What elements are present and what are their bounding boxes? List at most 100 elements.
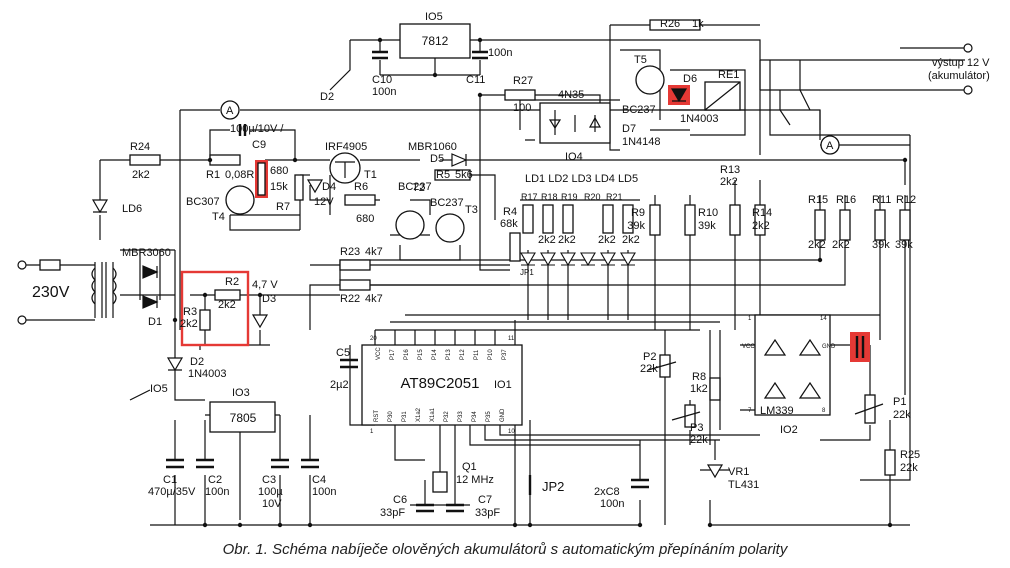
svg-text:1: 1 bbox=[370, 429, 374, 435]
zener-d4 bbox=[306, 179, 324, 194]
mcu-pin-labels: VCC P17 P16 P15 P14 P13 P12 P11 P10 P37 … bbox=[370, 336, 515, 435]
r24-label: R24 bbox=[130, 141, 150, 153]
highlight-r2-r3-block bbox=[180, 270, 250, 347]
mbr3060-label: MBR3060 bbox=[122, 247, 171, 259]
svg-text:P14: P14 bbox=[432, 349, 438, 360]
output-terminal-plus bbox=[963, 43, 973, 53]
resistor-r27 bbox=[504, 89, 536, 101]
c1-value: 470µ/35V bbox=[148, 486, 196, 498]
r16-value: 2k2 bbox=[832, 239, 850, 251]
r10-label: R10 bbox=[698, 207, 718, 219]
transistor-t4 bbox=[225, 185, 255, 215]
transistor-t2 bbox=[395, 210, 425, 240]
c11-value: 100n bbox=[488, 47, 512, 59]
r7-label: R7 bbox=[276, 201, 290, 213]
r11-value: 39k bbox=[872, 239, 890, 251]
capacitor-highlight bbox=[850, 332, 870, 362]
mains-terminal-1 bbox=[17, 260, 27, 270]
led-row bbox=[520, 252, 636, 267]
opto-label: 4N35 bbox=[558, 89, 584, 101]
d7-label: D7 bbox=[622, 123, 636, 135]
capacitors-c6-c7 bbox=[416, 503, 464, 513]
c2-value: 100n bbox=[205, 486, 229, 498]
regulator-7805 bbox=[209, 401, 276, 433]
bridge-rectifier bbox=[142, 265, 159, 309]
svg-text:GND: GND bbox=[500, 408, 506, 422]
t3-label: T3 bbox=[465, 204, 478, 216]
svg-text:VCC: VCC bbox=[376, 347, 382, 360]
d5-label: D5 bbox=[430, 153, 444, 165]
svg-text:GND: GND bbox=[822, 344, 836, 350]
d4-label: D4 bbox=[322, 181, 336, 193]
r21-value: 2k2 bbox=[622, 234, 640, 246]
resistor-r2 bbox=[214, 289, 241, 301]
r25-label: R25 bbox=[900, 449, 920, 461]
r10-value: 39k bbox=[698, 220, 716, 232]
jp2-label: JP2 bbox=[542, 479, 564, 494]
c9-value: 100µ/10V / bbox=[230, 123, 284, 135]
ammeter-right-label: A bbox=[826, 140, 834, 152]
p3-label: P3 bbox=[690, 422, 703, 434]
c6-value: 33pF bbox=[380, 507, 405, 519]
capacitors-c1-c4 bbox=[166, 458, 319, 469]
c6-label: C6 bbox=[393, 494, 407, 506]
svg-text:11: 11 bbox=[508, 336, 515, 342]
resistor-680 bbox=[257, 162, 266, 196]
r11-label: R11 bbox=[872, 194, 891, 206]
r26-label: R26 bbox=[660, 18, 680, 30]
ld6-label: LD6 bbox=[122, 203, 142, 215]
svg-text:P31: P31 bbox=[402, 411, 408, 422]
r25-value: 22k bbox=[900, 462, 918, 474]
r9-label: R9 bbox=[631, 207, 645, 219]
capacitor-c9 bbox=[238, 124, 247, 136]
svg-text:P15: P15 bbox=[418, 349, 424, 360]
mbr1060-label: MBR1060 bbox=[408, 141, 457, 153]
svg-text:P13: P13 bbox=[446, 349, 452, 360]
r8-value: 1k2 bbox=[690, 383, 708, 395]
re1-label: RE1 bbox=[718, 69, 739, 81]
lm339-pin-labels: VCC GND 1 14 7 8 bbox=[742, 316, 836, 414]
r5-label: R5 bbox=[436, 169, 450, 181]
svg-text:1: 1 bbox=[748, 316, 752, 322]
svg-text:P33: P33 bbox=[458, 411, 464, 422]
r1-value: 0,08R bbox=[225, 169, 254, 181]
r2-value: 2k2 bbox=[218, 299, 236, 311]
d2-top-label: D2 bbox=[320, 91, 334, 103]
c1-label: C1 bbox=[163, 474, 177, 486]
r12-label: R12 bbox=[896, 194, 916, 206]
regulator-7812-label: 7812 bbox=[422, 34, 449, 48]
mains-terminal-2 bbox=[17, 315, 27, 325]
r8-label: R8 bbox=[692, 371, 706, 383]
comparator-triangles bbox=[763, 338, 822, 399]
c7-value: 33pF bbox=[475, 507, 500, 519]
r15-label: R15 bbox=[808, 194, 828, 206]
io5-top-label: IO5 bbox=[425, 11, 443, 23]
c5-label: C5 bbox=[336, 347, 350, 359]
r4-value: 68k bbox=[500, 218, 518, 230]
output-label-2: (akumulátor) bbox=[928, 70, 990, 82]
p2-value: 22k bbox=[640, 363, 658, 375]
io3-label: IO3 bbox=[232, 387, 250, 399]
relay-coil-line bbox=[704, 81, 741, 111]
p1-label: P1 bbox=[893, 396, 906, 408]
r15-value: 2k2 bbox=[808, 239, 826, 251]
svg-text:P17: P17 bbox=[390, 349, 396, 360]
t3-type: BC237 bbox=[430, 197, 464, 209]
r19-label: R19 bbox=[561, 192, 578, 202]
regulator-7812 bbox=[399, 23, 471, 59]
resistor-r16 bbox=[839, 209, 851, 241]
potentiometer-p2-wiper bbox=[647, 361, 677, 371]
capacitors-c10-c11 bbox=[372, 50, 488, 60]
c11-label: C11 bbox=[466, 74, 485, 86]
r14-label: R14 bbox=[752, 207, 772, 219]
potentiometer-p3-wiper bbox=[671, 411, 701, 421]
resistor-r7 bbox=[294, 174, 304, 201]
r23-label: R23 bbox=[340, 246, 360, 258]
d2-value: 1N4003 bbox=[188, 368, 227, 380]
svg-text:X1a1: X1a1 bbox=[430, 407, 436, 422]
r16-label: R16 bbox=[836, 194, 856, 206]
ammeter-right bbox=[820, 135, 840, 155]
resistor-r13 bbox=[729, 204, 741, 236]
io4-label: IO4 bbox=[565, 151, 583, 163]
r21-label: R21 bbox=[606, 192, 623, 202]
